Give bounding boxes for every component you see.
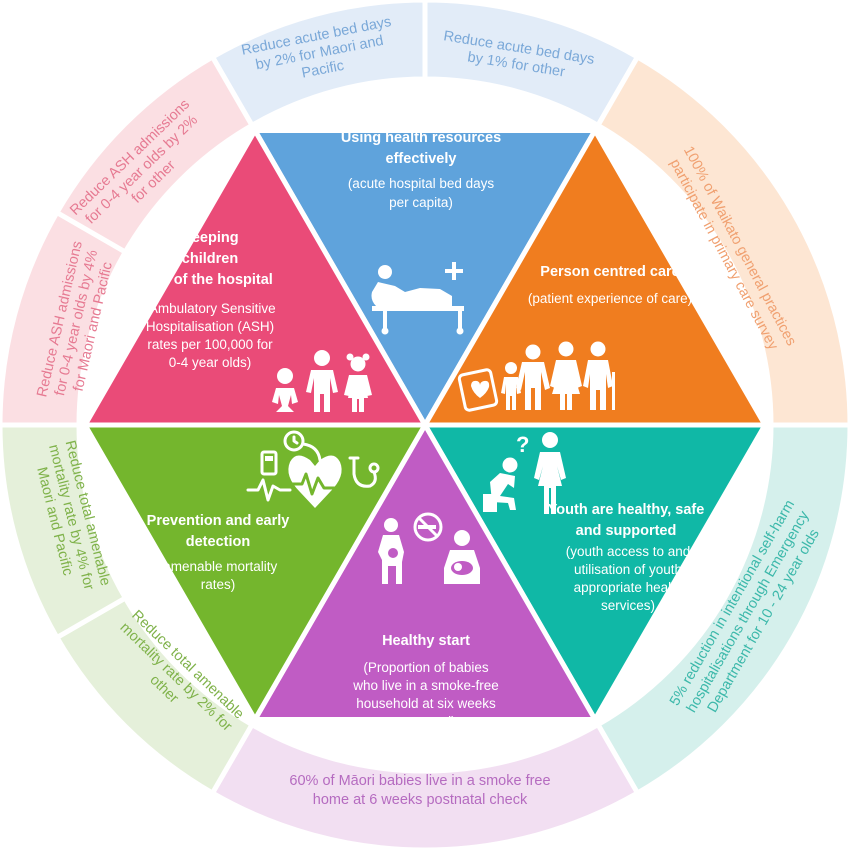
no-smoking-mother-icon (378, 512, 480, 584)
wedge-green-subtitle-line: rates) (201, 577, 236, 592)
wedge-teal-subtitle-line: services) (601, 598, 655, 613)
wedge-purple-subtitle-line: (Proportion of babies (363, 660, 489, 675)
wedge-teal-title-line: and supported (576, 523, 677, 539)
heart-monitor-icon (246, 430, 380, 508)
wedge-teal-title-line: Youth are healthy, safe (548, 502, 705, 518)
wedge-purple-title-line: Healthy start (382, 633, 470, 649)
wedge-green-subtitle-line: (amenable mortality (159, 559, 278, 574)
wedge-purple-subtitle-line: postnatal) (396, 714, 455, 729)
wedge-blue-title-line: effectively (386, 151, 457, 167)
wedge-pink-title: Keeping children out of the hospital (147, 230, 273, 288)
icons: ? (246, 262, 615, 584)
inner-hexagon (82, 128, 768, 722)
wedge-purple-subtitle: (Proportion of babies who live in a smoke… (352, 660, 499, 729)
wedge-blue-subtitle: (acute hospital bed days per capita) (348, 176, 495, 210)
wedge-teal-subtitle-line: utilisation of youth (574, 562, 682, 577)
wedge-green-title-line: detection (186, 534, 250, 550)
children-icon (272, 350, 372, 412)
wedge-green-title: Prevention and early detection (147, 513, 290, 550)
wedge-pink-subtitle-line: Hospitalisation (ASH) (146, 319, 274, 334)
wedge-orange-subtitle: (patient experience of care) (528, 291, 692, 306)
wedge-orange-title-line: Person centred care (540, 264, 679, 280)
ring-text-purple: 60% of Māori babies live in a smoke free… (289, 773, 550, 808)
wedge-pink (82, 128, 428, 428)
wedge-blue-title-line: Using health resources (341, 130, 501, 146)
wedge-pink-title-line: Keeping (181, 230, 238, 246)
ring-text-purple-line: home at 6 weeks postnatal check (313, 792, 528, 808)
family-clipboard-icon (457, 341, 615, 412)
ring-text-purple-line: 60% of Māori babies live in a smoke free (289, 773, 550, 789)
ring-segment-orange (594, 53, 850, 428)
wedge-pink-subtitle-line: 0-4 year olds) (169, 355, 252, 370)
hospital-bed-icon (371, 262, 464, 335)
wedge-blue-subtitle-line: per capita) (389, 195, 453, 210)
wedge-teal-subtitle-line: (youth access to and (566, 544, 691, 559)
wedge-purple-subtitle-line: household at six weeks (356, 696, 496, 711)
wedge-teal-subtitle: (youth access to and utilisation of youth… (566, 544, 691, 613)
ring-segment-pink-upper (53, 53, 256, 256)
wedge-pink-subtitle-line: rates per 100,000 for (147, 337, 273, 352)
wedge-green-subtitle: (amenable mortality rates) (159, 559, 278, 592)
wedge-blue-subtitle-line: (acute hospital bed days (348, 176, 495, 191)
wedge-purple-title: Healthy start (382, 633, 470, 649)
wedge-orange-subtitle-line: (patient experience of care) (528, 291, 692, 306)
svg-text:?: ? (516, 432, 529, 457)
wedge-teal-subtitle-line: appropriate health (574, 580, 683, 595)
wedge-purple-subtitle-line: who live in a smoke-free (352, 678, 499, 693)
wedge-pink-subtitle-line: (Ambulatory Sensitive (144, 301, 275, 316)
wedge-pink-title-line: out of the hospital (147, 272, 273, 288)
wedge-pink-title-line: children (182, 251, 238, 267)
wedge-teal-title: Youth are healthy, safe and supported (548, 502, 705, 539)
wedge-green-title-line: Prevention and early (147, 513, 290, 529)
wedge-orange-title: Person centred care (540, 264, 679, 280)
youth-question-icon: ? (483, 432, 566, 514)
wedge-blue-title: Using health resources effectively (341, 130, 501, 167)
